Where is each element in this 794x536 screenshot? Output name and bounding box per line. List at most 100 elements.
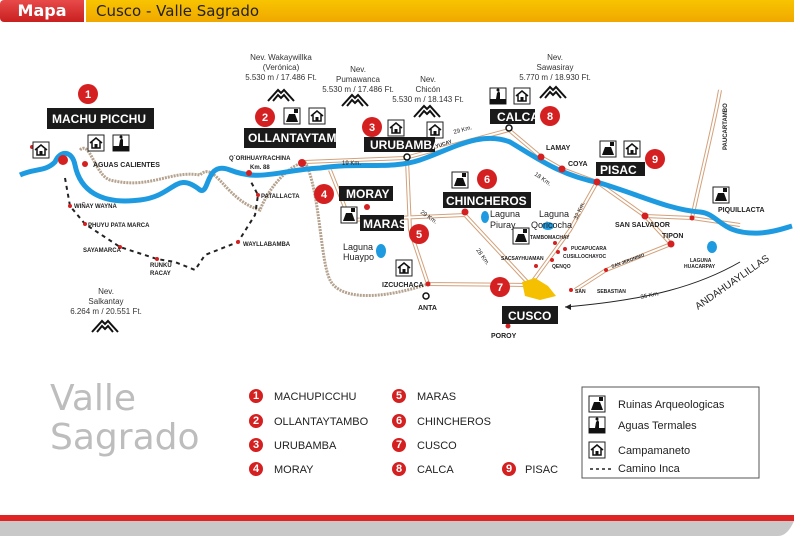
number-badge: 9 [506,463,512,475]
number-badge: 6 [396,415,402,427]
destination-moray[interactable]: 4 MORAY [314,184,393,204]
place-label: WIÑAY WAYNA [74,203,117,210]
destination-label: PISAC [600,163,637,177]
mountain-name: Pumawanca [336,75,381,84]
legend-label: Ruinas Arqueologicas [618,399,725,411]
campsite-icon [426,121,444,139]
index-item[interactable]: 8 CALCA [392,462,454,476]
number-badge: 2 [262,112,268,124]
footer-grey-bar [0,521,794,536]
ruins-icon [588,395,606,413]
distance-label: 29 Km. [453,125,473,136]
mountain-name: Chicón [416,85,441,94]
ruins-icon [451,171,469,189]
destination-label: MARAS [363,217,407,231]
mountain-altitude: 6.264 m / 20.551 Ft. [70,307,142,316]
mountain-subname: (Verónica) [263,63,300,72]
mountain-icon [341,94,369,107]
destination-label: CUSCO [508,309,551,323]
campsite-icon [513,87,531,105]
mountain-icon [413,105,441,118]
footer-red-bar [0,515,794,521]
index-label: OLLANTAYTAMBO [274,416,369,428]
place-label: IZCUCHACA [382,282,424,289]
ruins-icon [340,206,358,224]
place-label: Piuray [490,220,516,230]
place-label: SAYAMARCA [83,248,122,254]
place-label: SAN [575,289,586,295]
place-label: COYA [568,161,588,168]
region-title: Valle [50,378,136,419]
number-badge: 8 [547,111,553,123]
number-badge: 8 [396,463,402,475]
ruins-icon [283,107,301,125]
mountain-name: Salkantay [88,297,123,306]
legend-label: Aguas Termales [618,420,697,432]
place-label: RUNKU [150,263,172,269]
place-label: SAN JERONIMO [611,252,646,269]
place-label: RACAY [150,271,171,277]
number-badge: 1 [85,89,91,101]
index-label: CALCA [417,464,454,476]
number-badge: 3 [369,122,375,134]
place-label: Laguna [343,242,373,252]
destination-label: CHINCHEROS [446,194,527,208]
place-label: Huaypo [343,252,374,262]
mountain-name: Sawasiray [537,63,574,72]
campsite-icon [588,441,606,459]
number-badge: 7 [396,439,402,451]
destination-label: MORAY [346,187,390,201]
number-badge: 4 [253,463,260,475]
index-label: MORAY [274,464,314,476]
number-badge: 9 [652,154,658,166]
mountain-name: Nev. [98,287,114,296]
place-label: AGUAS CALIENTES [93,162,160,169]
number-badge: 6 [484,174,490,186]
place-label: ANTA [418,305,437,312]
inca-trail [64,177,260,272]
destination-label: MACHU PICCHU [52,112,146,126]
number-badge: 4 [321,189,328,201]
place-label: QENQO [552,264,571,270]
mountain-icon [267,89,295,102]
mountain-name: Nev. [420,75,436,84]
index-item[interactable]: 4 MORAY [249,462,314,476]
place-label: TAMBOMACHAY [530,235,570,241]
campsite-icon [308,107,326,125]
legend: Ruinas Arqueologicas Aguas Termales Camp… [581,386,760,479]
index-label: URUBAMBA [274,440,337,452]
legend-label: Camino Inca [618,463,681,475]
place-label: Laguna [490,209,520,219]
index-label: CUSCO [417,440,457,452]
number-badge: 5 [396,390,402,402]
region-title: Sagrado [50,417,200,458]
index-item[interactable]: 7 CUSCO [392,438,457,452]
place-label: WAYLLABAMBA [243,242,291,248]
hot-springs-icon [112,134,130,152]
distance-label: 18 Km. [533,172,552,188]
place-label: HUACARPAY [684,264,716,270]
place-label: SEBASTIAN [597,289,626,295]
mountain-icon [91,320,119,333]
map-tab[interactable]: Mapa [0,0,84,22]
index-label: MACHUPICCHU [274,391,357,403]
campsite-icon [32,141,50,159]
campsite-icon [87,134,105,152]
place-label: LAMAY [546,145,571,152]
